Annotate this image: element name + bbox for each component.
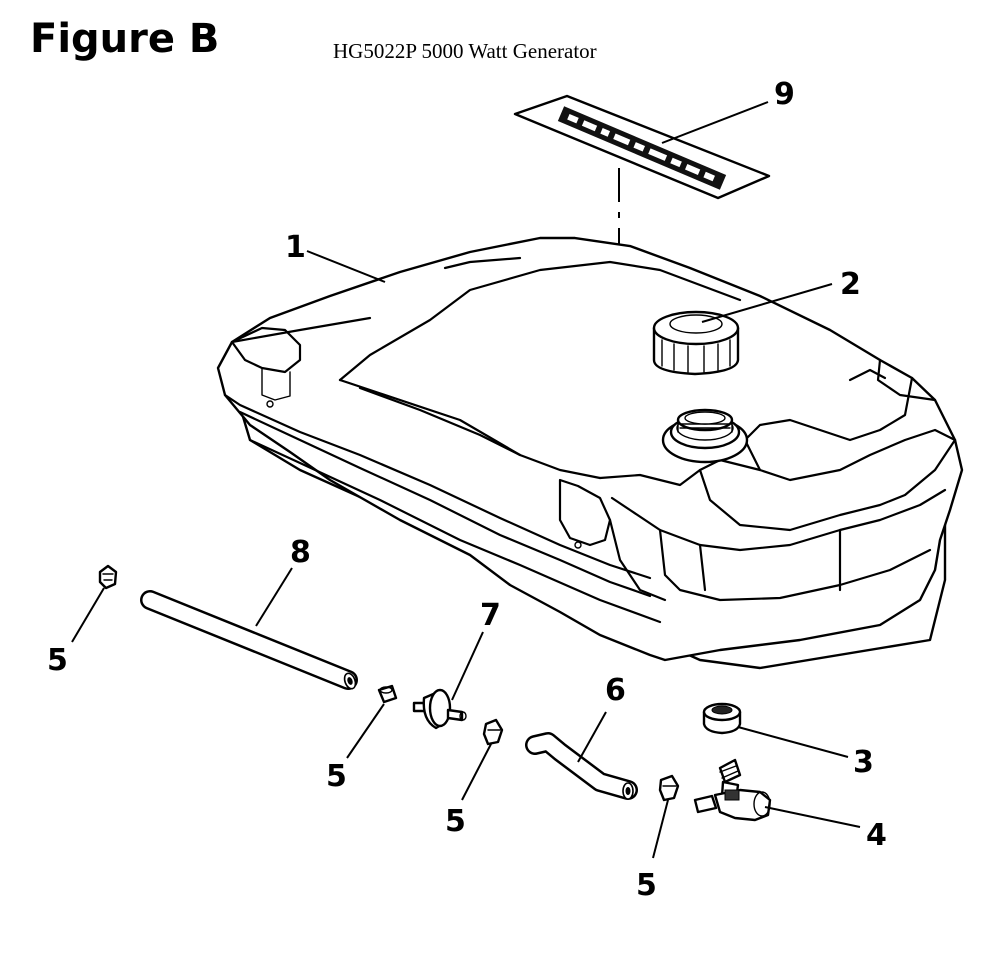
callout-6: 6 — [605, 673, 626, 708]
part-3-grommet — [702, 702, 742, 735]
part-5-clamp-c — [482, 718, 504, 746]
part-2-fuel-cap — [652, 310, 740, 376]
callout-4: 4 — [866, 818, 887, 853]
callout-8: 8 — [290, 535, 311, 570]
leader-2 — [701, 283, 833, 323]
callout-3: 3 — [853, 745, 874, 780]
part-1-fuel-tank — [216, 236, 964, 670]
leader-1 — [306, 250, 386, 283]
callout-5-a: 5 — [47, 643, 68, 678]
part-5-clamp-b — [377, 684, 398, 704]
leader-5a — [71, 587, 105, 643]
leader-9 — [661, 101, 769, 144]
callout-5-d: 5 — [636, 868, 657, 903]
part-5-clamp-a — [98, 564, 118, 590]
leader-8 — [255, 567, 293, 627]
part-7-fuel-filter — [412, 688, 467, 730]
part-5-clamp-d — [658, 774, 680, 802]
callout-5-b: 5 — [326, 759, 347, 794]
part-6-fuel-hose — [525, 732, 638, 800]
leader-5d — [652, 799, 669, 859]
leader-3 — [737, 726, 849, 758]
leader-4 — [764, 806, 861, 828]
leader-6 — [577, 711, 607, 763]
leader-5c — [461, 743, 492, 801]
leader-7 — [451, 631, 484, 701]
part-4-fuel-valve — [693, 758, 772, 822]
callout-1: 1 — [285, 230, 306, 265]
leader-5b — [346, 703, 385, 759]
model-title: HG5022P 5000 Watt Generator — [333, 39, 597, 63]
callout-2: 2 — [840, 267, 861, 302]
callout-5-c: 5 — [445, 804, 466, 839]
part-8-hose — [140, 590, 358, 690]
callout-9: 9 — [774, 77, 795, 112]
leader-lines — [71, 101, 861, 859]
figure-label: Figure B — [30, 16, 220, 62]
part-9-decal — [513, 94, 771, 200]
callout-7: 7 — [480, 598, 501, 633]
